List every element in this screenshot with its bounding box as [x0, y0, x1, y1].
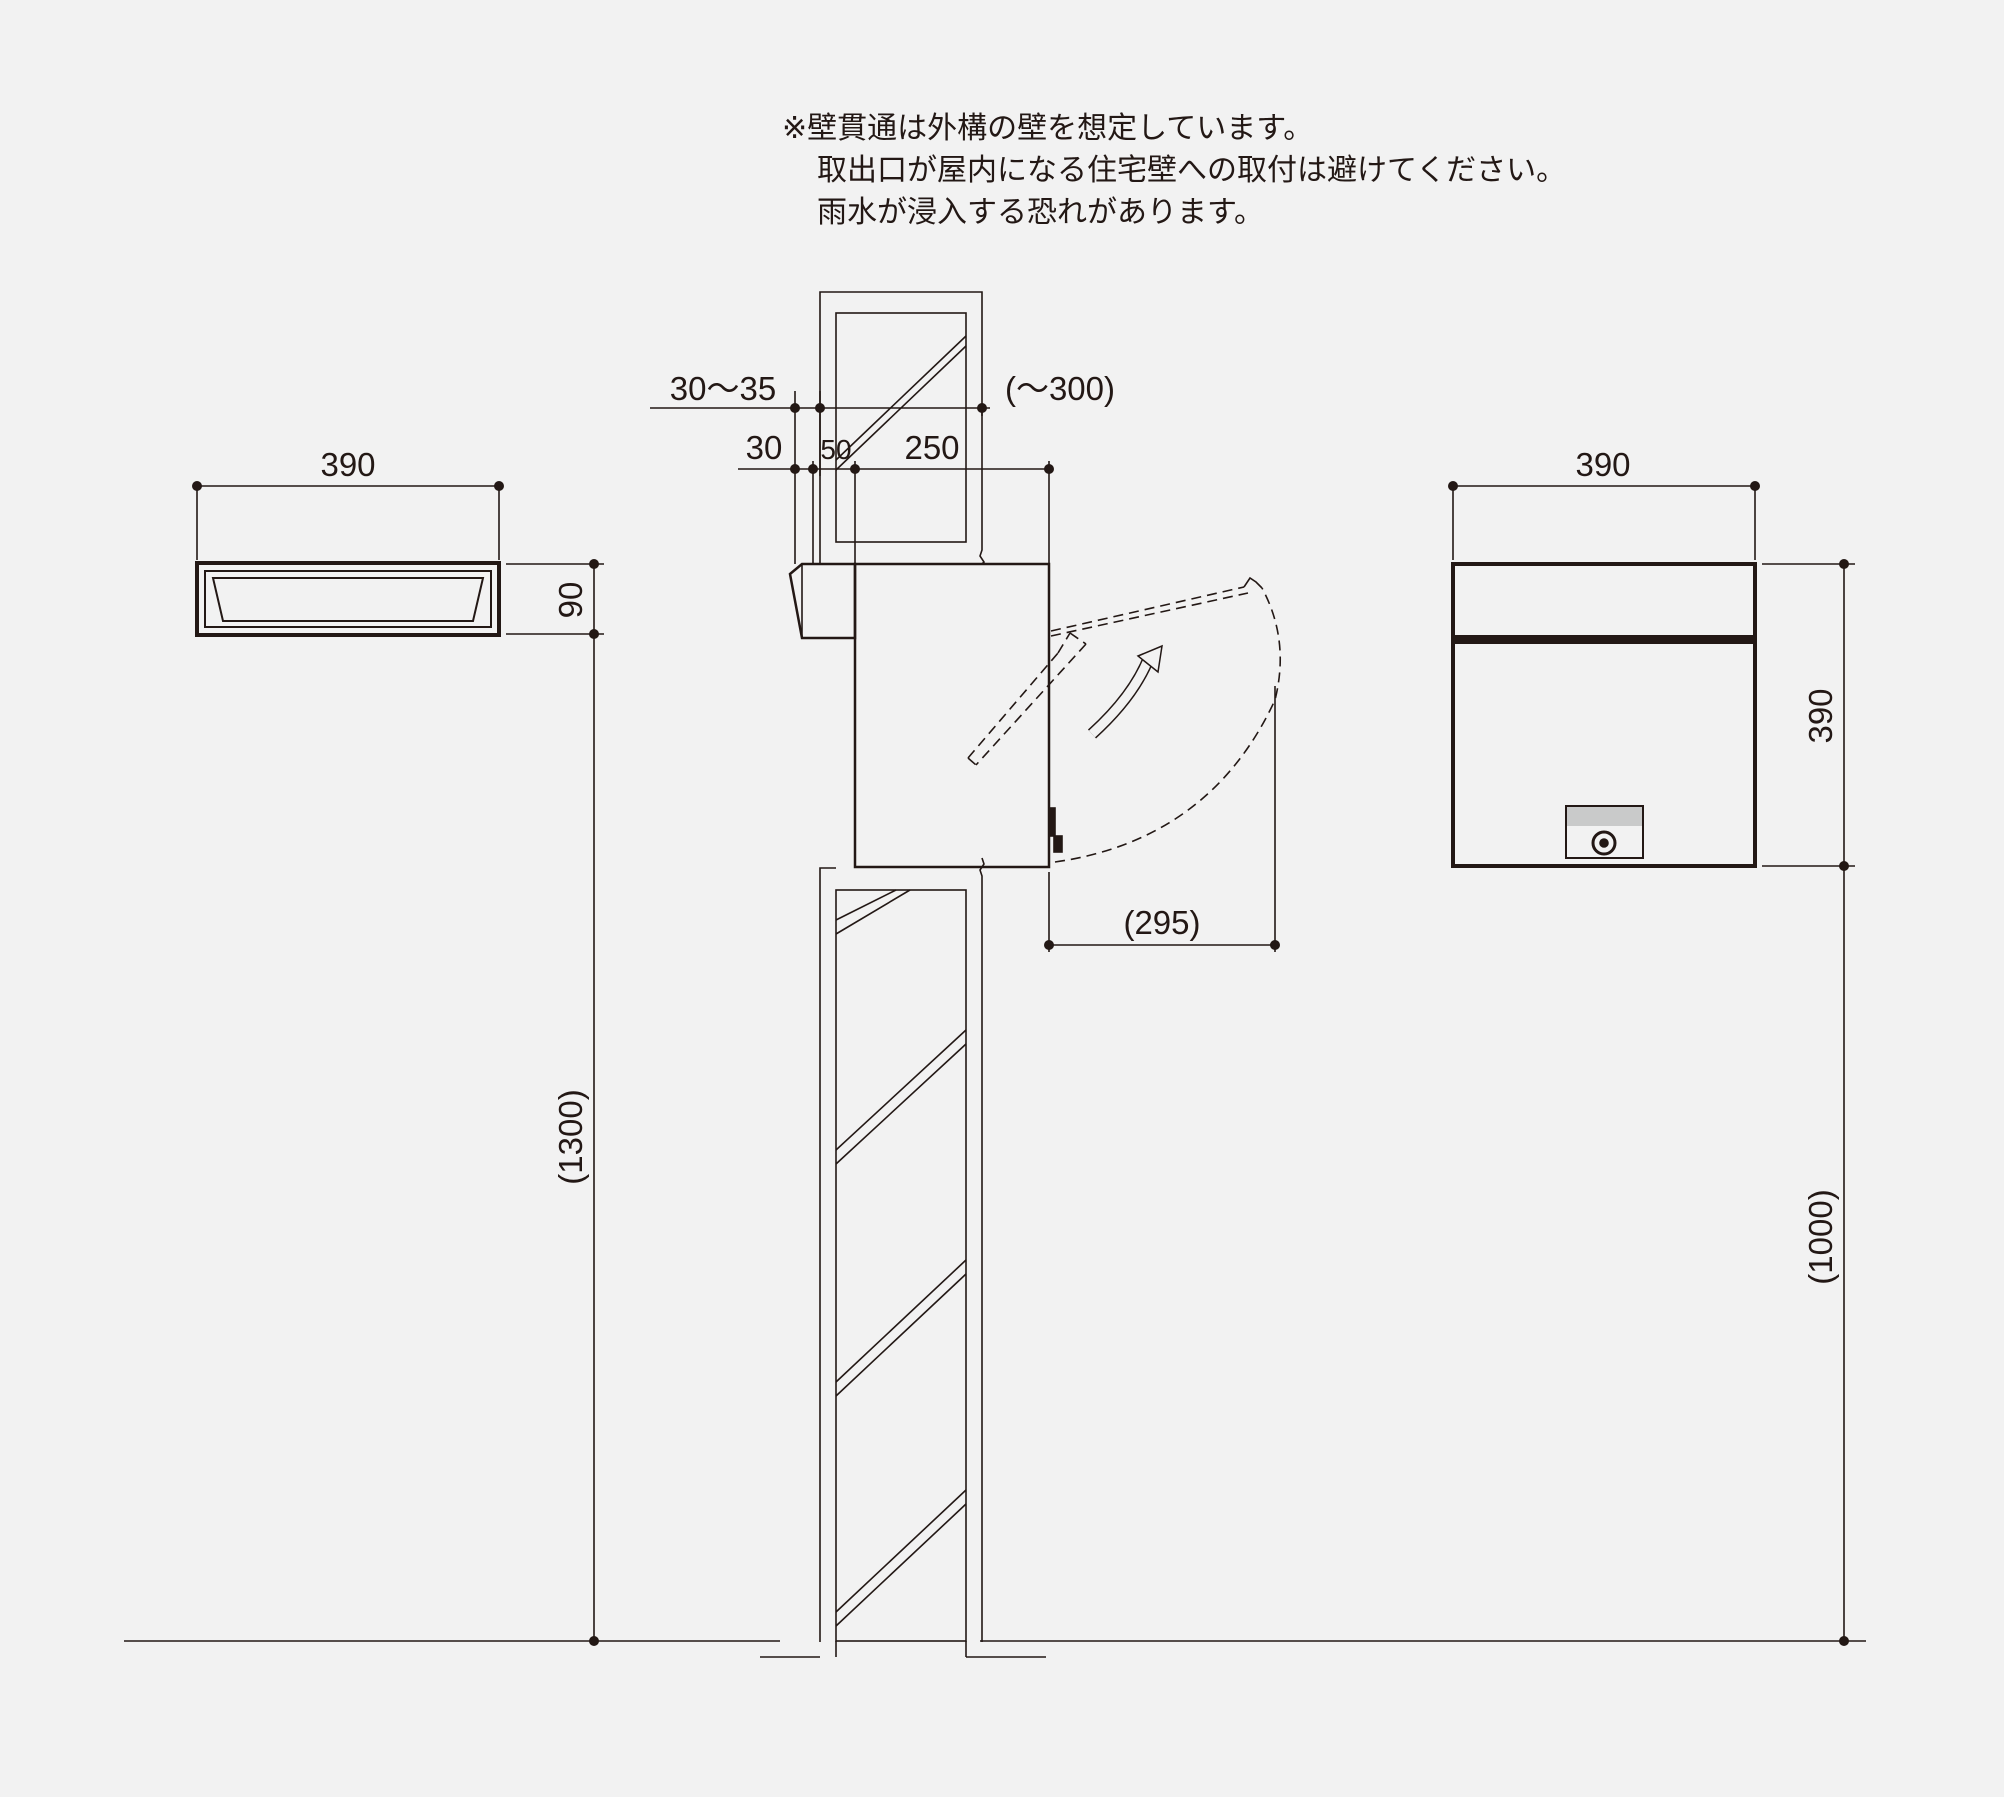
top-view [195, 485, 604, 1641]
note-line-2: 取出口が屋内になる住宅壁への取付は避けてください。 [817, 153, 1567, 188]
front-width-label: 390 [1575, 446, 1630, 483]
gap-label: 50 [820, 434, 851, 465]
wall-hatch [835, 1273, 967, 1397]
body-depth-label: 250 [904, 429, 959, 466]
note-line-1: ※壁貫通は外構の壁を想定しています。 [782, 111, 1314, 146]
side-view [650, 291, 1282, 1658]
door-open-outline [967, 586, 1282, 863]
top-install-height-label: (1300) [552, 1089, 589, 1184]
wall-upper-outline [819, 291, 986, 565]
top-width-label: 390 [320, 446, 375, 483]
wall-range-label: (～300) [1005, 370, 1115, 407]
wall-hatch [835, 1029, 967, 1151]
wall-hatch [835, 1259, 967, 1383]
slot-inner-frame [204, 570, 492, 628]
lock-plate [1565, 805, 1644, 859]
wall-hatch [835, 889, 897, 921]
front-height-label: 390 [1802, 688, 1839, 743]
lid-seam [1455, 637, 1753, 644]
front-view [1451, 485, 1855, 1641]
swing-arrowhead [1136, 644, 1163, 674]
mailbox-body-side [853, 562, 1051, 869]
mailbox-front [1451, 562, 1757, 868]
slot-outer-frame [195, 561, 501, 637]
dimension-labels: 390 90 (1300) 30～35 (～300) 30 50 250 (29… [320, 370, 1839, 1285]
wall-upper-inner [835, 312, 967, 543]
installation-note: ※壁貫通は外構の壁を想定しています。 取出口が屋内になる住宅壁への取付は避けてく… [782, 108, 1566, 234]
wall-lower-inner [835, 889, 967, 1642]
wall-lower-left [819, 867, 836, 1642]
dimension-dots [192, 403, 1849, 1646]
wall-hatch [835, 1489, 967, 1613]
wall-lower-right [979, 857, 985, 1642]
wall-hatch [835, 1503, 967, 1627]
flange-label: 30 [746, 429, 783, 466]
lock-knob [1048, 807, 1056, 837]
wall-thickness-label: 30～35 [670, 370, 776, 407]
front-install-height-label: (1000) [1802, 1189, 1839, 1284]
name-card-window [1567, 807, 1642, 826]
keyhole-icon [1591, 830, 1617, 856]
lock-knob [1053, 835, 1063, 853]
wall-hatch [835, 1043, 967, 1165]
wall-hatch [835, 335, 967, 461]
note-line-3: 雨水が浸入する恐れがあります。 [817, 195, 1264, 230]
door-swing-label: (295) [1123, 904, 1200, 941]
slot-opening [211, 577, 485, 622]
insertion-flange [788, 562, 857, 640]
top-depth-label: 90 [552, 582, 589, 619]
wall-hatch [835, 889, 911, 935]
